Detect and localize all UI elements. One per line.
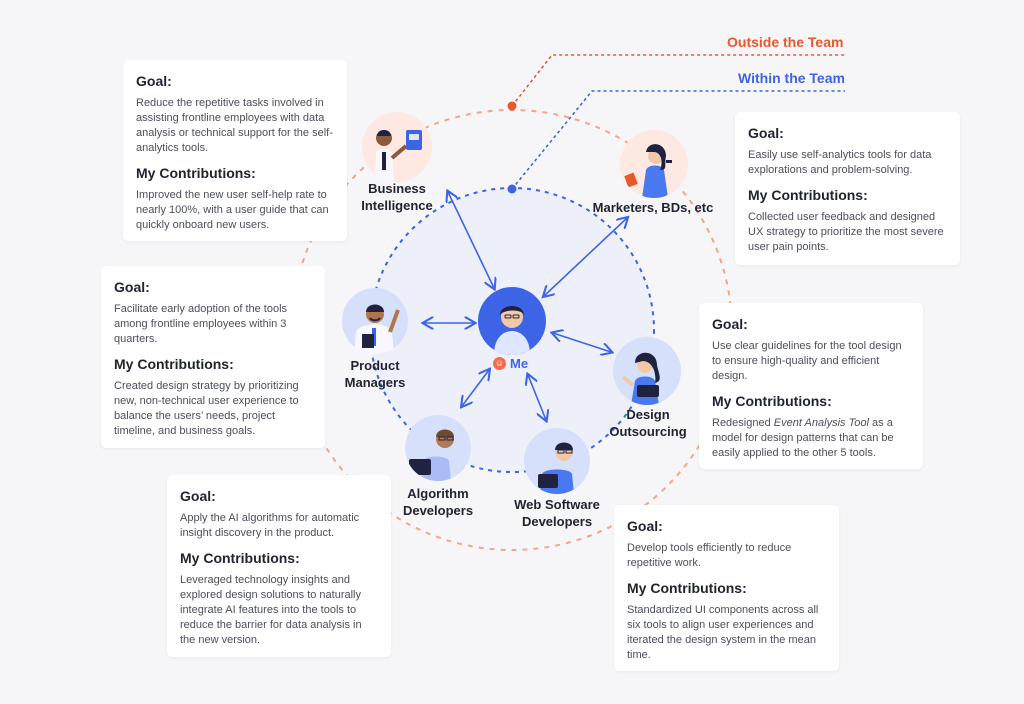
outside-marker-dot xyxy=(507,101,517,111)
goal-heading: Goal: xyxy=(180,488,216,504)
within-leader-line xyxy=(511,90,845,190)
contributions-heading: My Contributions: xyxy=(114,356,234,372)
algorithm-developers-card: Goal: Apply the AI algorithms for automa… xyxy=(167,475,391,657)
goal-text: Reduce the repetitive tasks involved in … xyxy=(136,97,333,154)
contributions-text: Leveraged technology insights and explor… xyxy=(180,574,362,646)
web-developers-label-line1: Web Software xyxy=(514,497,600,512)
goal-heading: Goal: xyxy=(748,125,784,141)
me-label-text: Me xyxy=(510,356,529,371)
design-outsourcing-label: Design Outsourcing xyxy=(600,406,696,440)
me-avatar xyxy=(478,287,546,355)
contributions-prefix: Redesigned xyxy=(712,417,774,429)
outside-leader-line xyxy=(511,54,845,107)
arrow-me-business-intelligence xyxy=(448,192,494,288)
business-intelligence-card: Goal: Reduce the repetitive tasks involv… xyxy=(123,60,347,241)
design-outsourcing-card: Goal: Use clear guidelines for the tool … xyxy=(699,303,923,469)
contributions-heading: My Contributions: xyxy=(180,550,300,566)
goal-heading: Goal: xyxy=(627,518,663,534)
goal-text: Facilitate early adoption of the tools a… xyxy=(114,303,288,345)
me-label: ☺ Me xyxy=(493,356,528,371)
algorithm-developers-label: Algorithm Developers xyxy=(392,485,484,519)
arrow-me-algorithm-developers xyxy=(462,370,489,406)
business-intelligence-avatar xyxy=(362,112,432,182)
contributions-heading: My Contributions: xyxy=(136,165,256,181)
marketers-card: Goal: Easily use self-analytics tools fo… xyxy=(735,112,960,265)
within-marker-dot xyxy=(507,184,517,194)
web-developers-avatar xyxy=(524,428,590,494)
design-outsourcing-label-line1: Design xyxy=(626,407,670,422)
goal-text: Apply the AI algorithms for automatic in… xyxy=(180,512,360,539)
business-intelligence-label-line1: Business xyxy=(368,181,426,196)
contributions-text: Collected user feedback and designed UX … xyxy=(748,211,944,253)
product-managers-label: Product Managers xyxy=(330,357,420,391)
goal-heading: Goal: xyxy=(712,316,748,332)
goal-text: Develop tools efficiently to reduce repe… xyxy=(627,542,792,569)
contributions-suffix: as a model for design patterns that can … xyxy=(712,417,894,459)
product-managers-label-line1: Product xyxy=(350,358,400,373)
web-developers-card: Goal: Develop tools efficiently to reduc… xyxy=(614,505,839,671)
arrow-me-design-outsourcing xyxy=(553,333,611,352)
business-intelligence-label: Business Intelligence xyxy=(352,180,442,214)
goal-heading: Goal: xyxy=(136,73,172,89)
product-managers-avatar xyxy=(342,288,408,354)
web-developers-label: Web Software Developers xyxy=(505,496,609,530)
contributions-heading: My Contributions: xyxy=(748,187,868,203)
contributions-text: Created design strategy by prioritizing … xyxy=(114,380,299,437)
arrow-me-marketers xyxy=(544,218,627,296)
contributions-heading: My Contributions: xyxy=(627,580,747,596)
web-developers-label-line2: Developers xyxy=(521,514,593,529)
business-intelligence-label-line2: Intelligence xyxy=(361,198,433,213)
goal-text: Use clear guidelines for the tool design… xyxy=(712,340,902,382)
legend-within-team: Within the Team xyxy=(738,70,845,86)
marketers-avatar xyxy=(620,130,688,198)
contributions-heading: My Contributions: xyxy=(712,393,832,409)
event-analysis-tool-name: Event Analysis Tool xyxy=(773,417,869,429)
algorithm-developers-avatar xyxy=(405,415,471,481)
algorithm-developers-label-line1: Algorithm xyxy=(407,486,469,501)
design-outsourcing-label-line2: Outsourcing xyxy=(609,424,687,439)
algorithm-developers-label-line2: Developers xyxy=(402,503,474,518)
contributions-text: Standardized UI components across all si… xyxy=(627,604,819,661)
contributions-text: Improved the new user self-help rate to … xyxy=(136,189,329,231)
product-managers-label-line2: Managers xyxy=(344,375,406,390)
emoji-face-icon: ☺ xyxy=(493,357,506,370)
arrow-me-web-developers xyxy=(528,375,546,420)
marketers-label: Marketers, BDs, etc xyxy=(585,199,721,216)
design-outsourcing-avatar xyxy=(613,337,681,405)
goal-heading: Goal: xyxy=(114,279,150,295)
contributions-text: Redesigned Event Analysis Tool as a mode… xyxy=(712,416,910,461)
goal-text: Easily use self-analytics tools for data… xyxy=(748,149,932,176)
product-managers-card: Goal: Facilitate early adoption of the t… xyxy=(101,266,325,448)
legend-outside-team: Outside the Team xyxy=(727,34,844,50)
marketers-label-line1: Marketers, BDs, etc xyxy=(592,200,714,215)
